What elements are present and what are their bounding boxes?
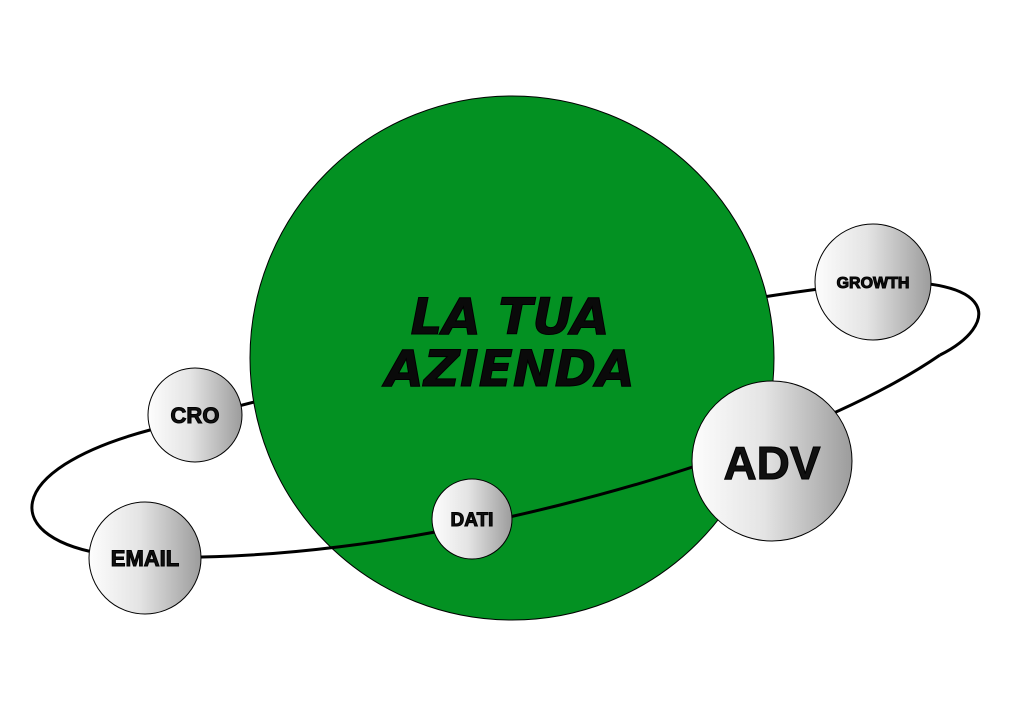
node-dati: DATI <box>431 478 513 560</box>
node-adv-label: ADV <box>723 437 820 489</box>
node-adv: ADV <box>691 380 853 542</box>
node-growth-label: GROWTH <box>837 275 910 292</box>
node-cro: CRO <box>147 367 243 463</box>
node-email-circle <box>88 501 202 615</box>
node-dati-circle <box>431 478 513 560</box>
node-growth-circle <box>814 223 932 341</box>
node-growth: GROWTH <box>814 223 932 341</box>
node-dati-label: DATI <box>451 510 494 531</box>
node-cro-circle <box>147 367 243 463</box>
node-adv-circle <box>691 380 853 542</box>
node-email-label: EMAIL <box>111 546 179 571</box>
node-cro-label: CRO <box>171 403 220 428</box>
orbit-front <box>109 353 941 559</box>
center-title-line-1: LA TUA <box>410 288 609 346</box>
center-title-line-2: AZIENDA <box>381 340 635 398</box>
node-email: EMAIL <box>88 501 202 615</box>
center-planet <box>249 95 775 621</box>
